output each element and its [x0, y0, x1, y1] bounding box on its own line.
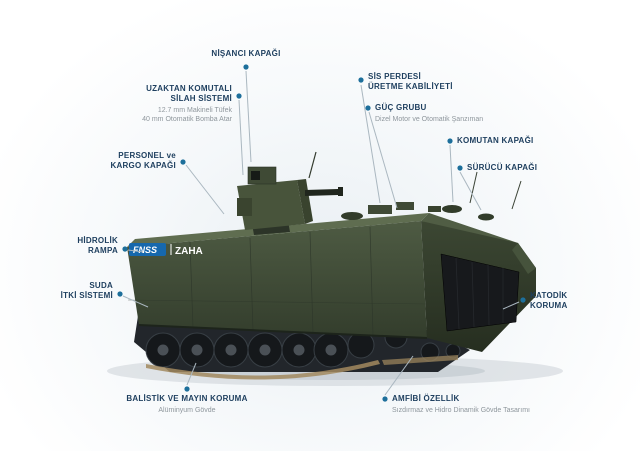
driver-hatch: [478, 213, 494, 221]
antenna: [469, 171, 478, 204]
callout-hydraulic-ramp: HİDROLİK RAMPA: [28, 236, 118, 256]
callout-subtext: Sızdırmaz ve Hidro Dinamik Gövde Tasarım…: [392, 407, 530, 414]
model-text: ZAHA: [175, 246, 203, 257]
callout-cathodic-protection: KATODİK KORUMA: [530, 291, 610, 311]
callout-dot: [520, 297, 526, 303]
callout-gunner-hatch: NİŞANCI KAPAĞI: [190, 49, 302, 59]
callout-power-pack: GÜÇ GRUBU Dizel Motor ve Otomatik Şanzım…: [375, 103, 545, 124]
callout-dot: [358, 77, 364, 83]
callout-label: GÜÇ GRUBU: [375, 103, 427, 112]
callout-dot: [236, 93, 242, 99]
callout-label: AMFİBİ ÖZELLİK: [392, 394, 460, 403]
callout-label: HİDROLİK RAMPA: [77, 236, 118, 255]
callout-dot: [382, 396, 388, 402]
callout-remote-weapon-system: UZAKTAN KOMUTALI SİLAH SİSTEMİ 12.7 mm M…: [82, 84, 232, 124]
callout-label: UZAKTAN KOMUTALI SİLAH SİSTEMİ: [146, 84, 232, 103]
callout-subtext: Dizel Motor ve Otomatik Şanzıman: [375, 116, 484, 123]
callout-dot: [457, 165, 463, 171]
callout-dot: [184, 386, 190, 392]
callout-dot: [365, 105, 371, 111]
callout-lines: [122, 70, 520, 396]
callout-water-propulsion: SUDA İTKİ SİSTEMİ: [23, 281, 113, 301]
callout-commander-hatch: KOMUTAN KAPAĞI: [457, 136, 567, 146]
callout-dot: [122, 246, 128, 252]
callout-dot: [447, 138, 453, 144]
callout-label: PERSONEL ve KARGO KAPAĞI: [110, 151, 176, 170]
remote-weapon-station: [237, 151, 343, 235]
callout-dot: [243, 64, 249, 70]
callout-label: SÜRÜCÜ KAPAĞI: [467, 163, 538, 172]
callout-label: KATODİK KORUMA: [530, 291, 568, 310]
callout-label: KOMUTAN KAPAĞI: [457, 136, 534, 145]
callout-dot: [180, 159, 186, 165]
callout-smoke-screen: SİS PERDESİ ÜRETME KABİLİYETİ: [368, 72, 498, 92]
callout-personnel-cargo-hatch: PERSONEL ve KARGO KAPAĞI: [56, 151, 176, 171]
antenna: [308, 151, 317, 179]
antenna: [511, 180, 522, 210]
roof-fittings: [341, 171, 522, 221]
gun-barrel: [305, 189, 338, 196]
callout-label: SİS PERDESİ ÜRETME KABİLİYETİ: [368, 72, 453, 91]
callout-driver-hatch: SÜRÜCÜ KAPAĞI: [467, 163, 577, 173]
callout-dots: [117, 64, 526, 402]
callout-label: SUDA İTKİ SİSTEMİ: [60, 281, 113, 300]
brand-logo: FNSS ZAHA: [129, 243, 203, 257]
callout-subtext: 12.7 mm Makineli Tüfek 40 mm Otomatik Bo…: [142, 107, 232, 123]
callout-ballistic-mine-protection: BALİSTİK VE MAYIN KORUMA Alüminyum Gövde: [107, 394, 267, 415]
brand-text: FNSS: [133, 245, 157, 255]
callout-label: NİŞANCI KAPAĞI: [211, 49, 281, 58]
callout-dot: [117, 291, 123, 297]
callout-label: BALİSTİK VE MAYIN KORUMA: [126, 394, 248, 403]
commander-hatch: [442, 205, 462, 213]
callout-amphibious-feature: AMFİBİ ÖZELLİK Sızdırmaz ve Hidro Dinami…: [392, 394, 572, 415]
callout-subtext: Alüminyum Gövde: [158, 407, 216, 414]
